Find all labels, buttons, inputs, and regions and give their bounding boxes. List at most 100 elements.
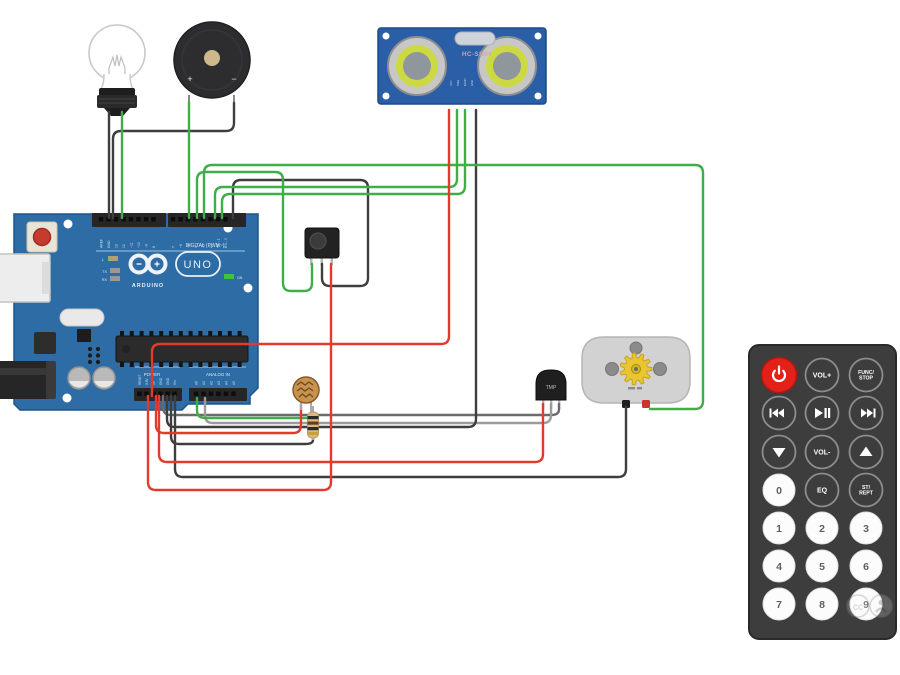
transducer-left bbox=[387, 36, 447, 96]
usb-connector bbox=[0, 253, 51, 303]
pin-label: GND bbox=[166, 377, 170, 385]
wire-ir-gnd-green[interactable] bbox=[195, 170, 314, 293]
remote-button-play-pause[interactable] bbox=[804, 395, 840, 431]
remote-button-power[interactable] bbox=[760, 356, 798, 394]
remote-button-digit-3[interactable]: 3 bbox=[849, 511, 883, 545]
digital-header-right bbox=[168, 213, 246, 227]
wire-buzzer-black[interactable] bbox=[111, 101, 236, 220]
remote-button-digit-2[interactable]: 2 bbox=[805, 511, 839, 545]
remote-button-st-rept[interactable]: ST/REPT bbox=[848, 472, 884, 508]
remote-button-vol-minus[interactable]: VOL- bbox=[804, 434, 840, 470]
capacitor bbox=[67, 366, 91, 390]
icsp-pins bbox=[87, 346, 101, 365]
pin-label: GND bbox=[159, 377, 163, 385]
wire-tmp-vcc[interactable] bbox=[157, 394, 545, 464]
remote-button-label: 6 bbox=[863, 561, 869, 573]
remote-button-digit-0[interactable]: 0 bbox=[762, 473, 796, 507]
wire-resistor-gnd[interactable] bbox=[169, 394, 315, 446]
pin-sockets bbox=[98, 217, 236, 396]
remote-button-label: 8 bbox=[819, 599, 825, 611]
wire-tmp-gnd[interactable] bbox=[161, 394, 561, 417]
pin-label: 4 bbox=[194, 246, 198, 248]
pin-label: A1 bbox=[202, 381, 206, 385]
pin-label: 12 bbox=[122, 244, 126, 248]
ir-remote[interactable]: VOL+FUNC/STOP VOL- 0 EQ ST/REPT 1 2 3 4 5 6 7 8 9 cc bbox=[748, 344, 897, 640]
remote-button-label: 2 bbox=[819, 523, 825, 535]
pin-label: A5 bbox=[232, 381, 236, 385]
pin-label: 2 bbox=[209, 246, 213, 248]
remote-button-digit-4[interactable]: 4 bbox=[762, 549, 796, 583]
tmp-label: TMP bbox=[546, 385, 557, 391]
hcsr04-pin-label: VCC bbox=[449, 80, 453, 86]
crystal-oscillator bbox=[59, 308, 105, 327]
wire-hcsr04-vcc[interactable] bbox=[150, 108, 451, 398]
dc-gearmotor[interactable] bbox=[581, 336, 691, 408]
pin-label: A4 bbox=[224, 381, 228, 385]
remote-button-digit-8[interactable]: 8 bbox=[805, 587, 839, 621]
cc-watermark: cc bbox=[846, 594, 893, 618]
pin-label: ~9 bbox=[144, 244, 148, 248]
remote-button-eq[interactable]: EQ bbox=[804, 472, 840, 508]
bulb-socket-top bbox=[99, 88, 135, 96]
pin-label: 8 bbox=[152, 246, 156, 248]
remote-button-label: 3 bbox=[863, 523, 869, 535]
up-icon bbox=[859, 446, 873, 456]
remote-button-func-stop[interactable]: FUNC/STOP bbox=[848, 357, 884, 393]
wire-hcsr04-trig[interactable] bbox=[213, 108, 459, 220]
light-bulb[interactable] bbox=[88, 24, 146, 116]
wire-ir-out[interactable] bbox=[231, 178, 370, 288]
resistor[interactable] bbox=[307, 406, 319, 440]
hcsr04-crystal bbox=[454, 31, 496, 46]
watermark-cc-text: cc bbox=[853, 602, 863, 613]
wire-motor-signal[interactable] bbox=[202, 163, 705, 411]
remote-button-digit-1[interactable]: 1 bbox=[762, 511, 796, 545]
led-l bbox=[108, 256, 118, 261]
remote-button-label: 7 bbox=[776, 599, 782, 611]
remote-button-label: 4 bbox=[776, 561, 782, 573]
remote-button-digit-9[interactable]: 9 bbox=[849, 587, 883, 621]
pin-label: GND bbox=[107, 240, 111, 248]
remote-button-prev[interactable] bbox=[761, 395, 797, 431]
led-rx bbox=[110, 276, 120, 281]
hcsr04-pin-label: ECHO bbox=[463, 79, 467, 87]
remote-button-label: EQ bbox=[817, 488, 828, 495]
remote-button-vol-plus[interactable]: VOL+ bbox=[804, 357, 840, 393]
wire-ldr-5v[interactable] bbox=[154, 394, 303, 435]
down-icon bbox=[772, 448, 786, 458]
wire-hcsr04-echo[interactable] bbox=[220, 108, 467, 220]
remote-button-digit-7[interactable]: 7 bbox=[762, 587, 796, 621]
remote-button-label: 0 bbox=[776, 485, 782, 497]
pin-label: TX→1 bbox=[216, 238, 220, 248]
remote-button-arrow-down[interactable] bbox=[761, 434, 797, 470]
reset-button[interactable] bbox=[26, 221, 58, 253]
remote-button-label: 5 bbox=[819, 561, 825, 573]
wire-ir-vcc[interactable] bbox=[146, 262, 333, 492]
wire-tmp-out-a1[interactable] bbox=[203, 396, 553, 425]
remote-button-digit-5[interactable]: 5 bbox=[805, 549, 839, 583]
remote-button-next[interactable] bbox=[848, 395, 884, 431]
uno-label: UNO bbox=[184, 259, 213, 271]
bulb-socket bbox=[97, 95, 137, 108]
piezo-buzzer[interactable]: + − bbox=[173, 21, 251, 104]
pin-label: A2 bbox=[209, 381, 213, 385]
arduino-logo bbox=[128, 253, 168, 275]
pin-label: ~10 bbox=[137, 242, 141, 248]
remote-button-arrow-up[interactable] bbox=[848, 434, 884, 470]
photoresistor-ldr[interactable] bbox=[292, 376, 320, 414]
ir-receiver[interactable] bbox=[304, 227, 340, 265]
wires-layer bbox=[107, 100, 705, 492]
pin-label: RESET bbox=[138, 374, 142, 385]
wire-ldr-a0[interactable] bbox=[195, 396, 314, 420]
wire-motor-gnd[interactable] bbox=[173, 394, 628, 479]
remote-button-label: REPT bbox=[859, 491, 874, 497]
bulb-neck bbox=[98, 73, 136, 91]
remote-button-label: 1 bbox=[776, 523, 782, 535]
pin-label: 5V bbox=[152, 380, 156, 385]
remote-button-digit-6[interactable]: 6 bbox=[849, 549, 883, 583]
hcsr04-pin-label: TRIG bbox=[456, 80, 460, 86]
wire-hcsr04-gnd[interactable] bbox=[165, 108, 478, 429]
